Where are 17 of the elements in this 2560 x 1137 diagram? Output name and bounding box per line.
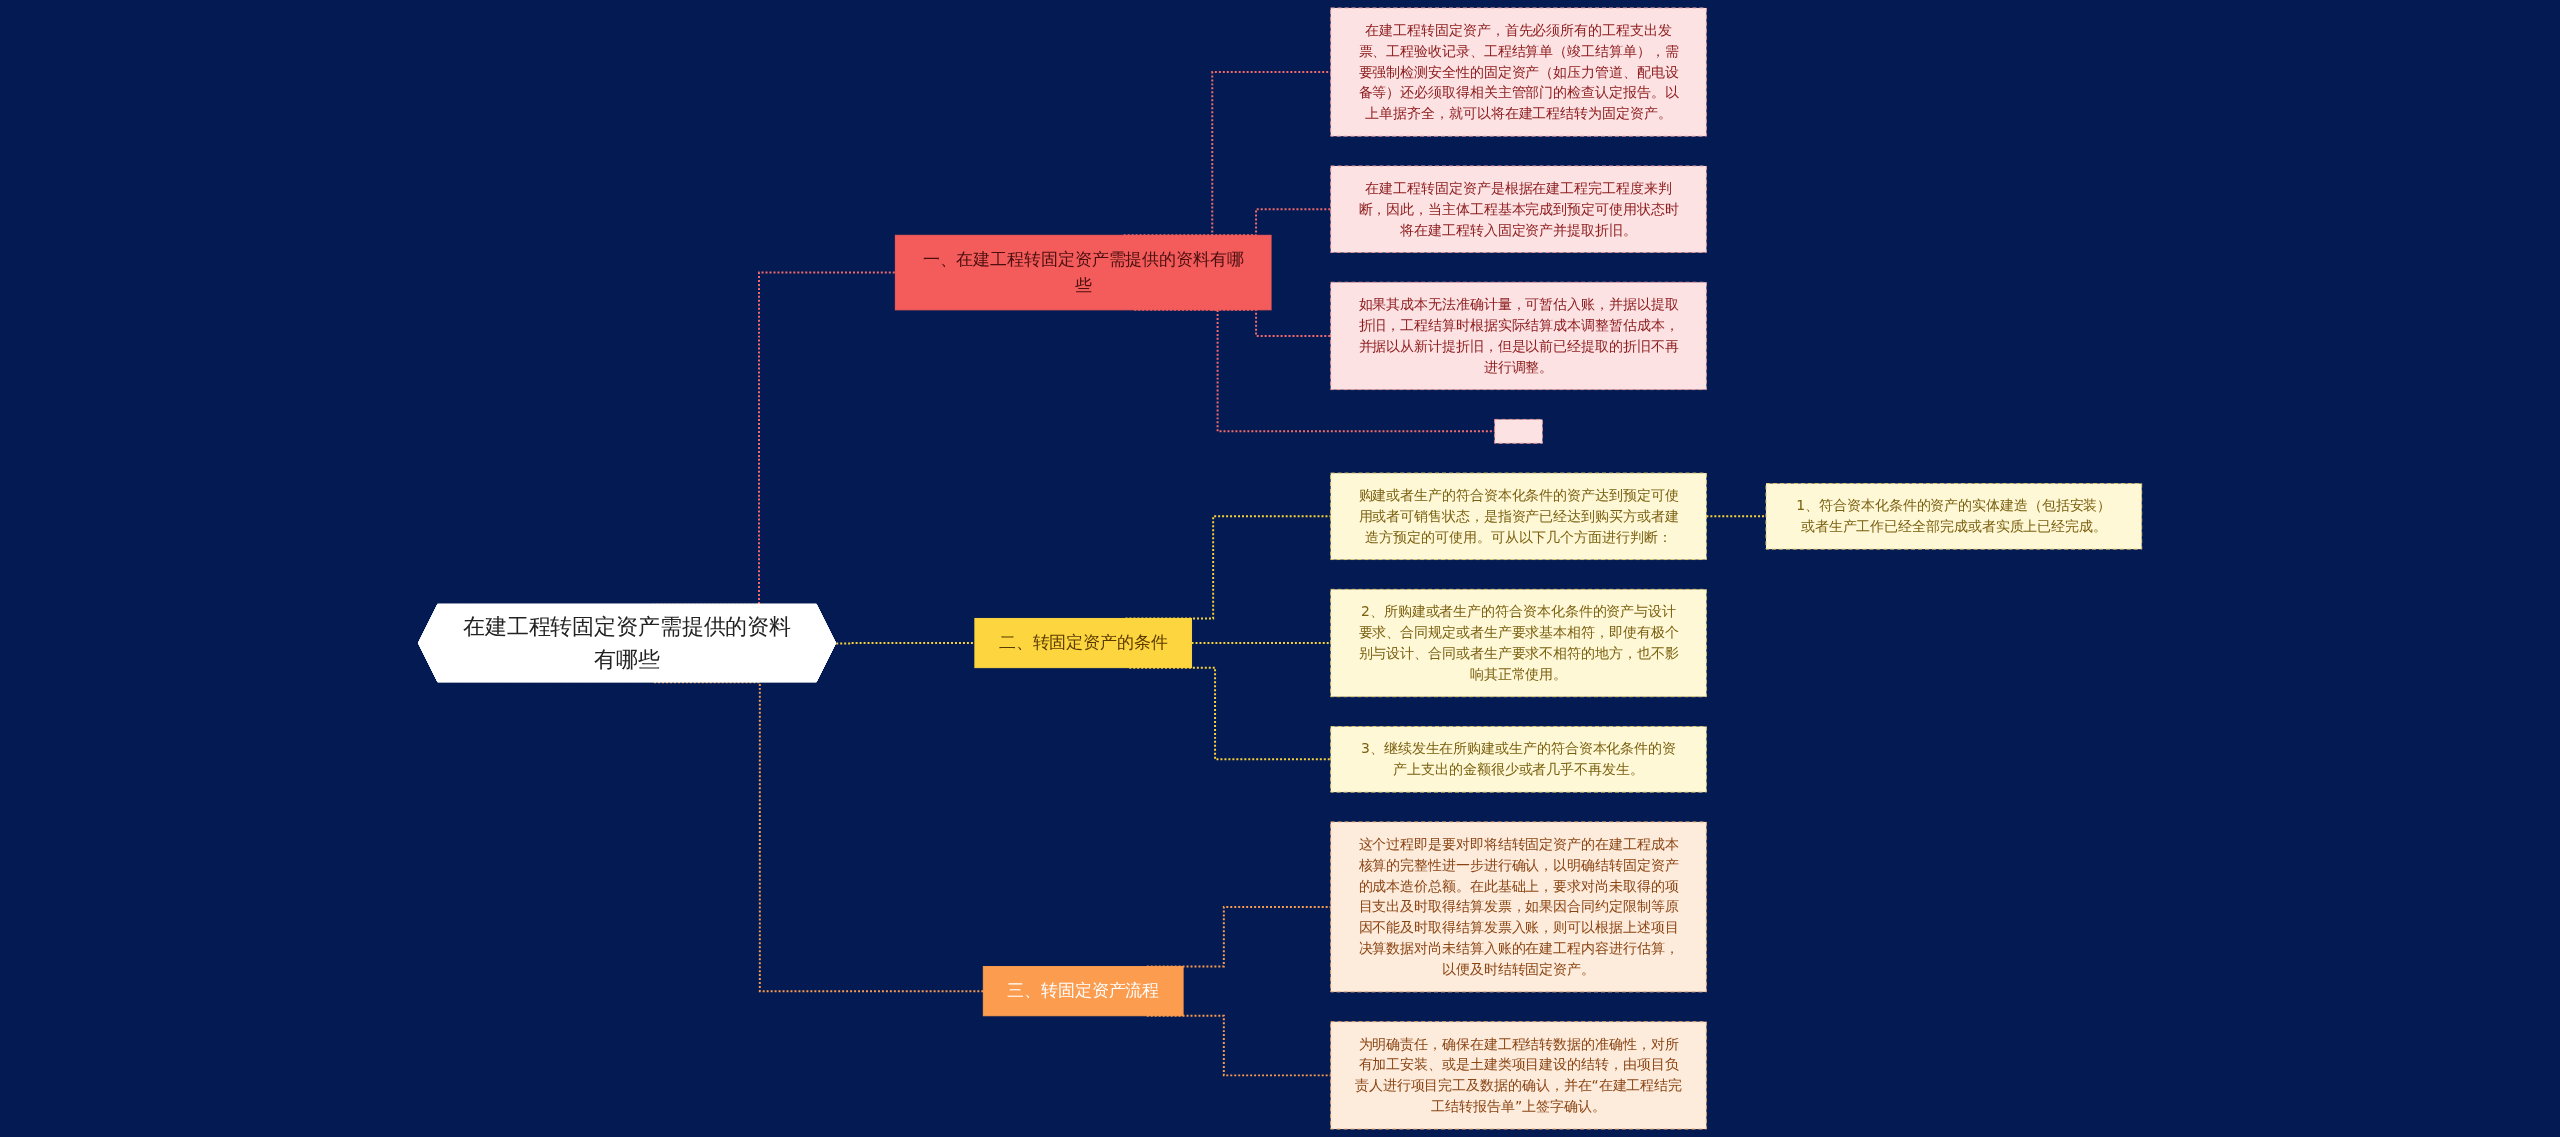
connector — [1705, 515, 1767, 518]
node-box: 在建工程转固定资产，首先必须所有的工程支出发票、工程验收记录、工程结算单（竣工结算单），需要强制检测安全性的固定资产（如压力管道、配电设备等）还必须取得相关主管部门的检查认定报告。以上单据齐全，就可以将在建工程结转为固定资产。 — [1330, 7, 1707, 137]
node-box: 3、继续发生在所购建或生产的符合资本化条件的资产上支出的金额很少或者几乎不再发生。 — [1330, 726, 1707, 793]
connector — [1190, 642, 1332, 645]
node-box: 2、所购建或者生产的符合资本化条件的资产与设计要求、合同规定或者生产要求基本相符，即使有极个别与设计、合同或者生产要求不相符的地方，也不影响其正常使用。 — [1330, 588, 1707, 698]
node-box: 如果其成本无法准确计量，可暂估入账，并据以提取折旧，工程结算时根据实际结算成本调整暂估成本，并据以从新计提折旧，但是以前已经提取的折旧不再进行调整。 — [1330, 281, 1707, 391]
connector — [653, 681, 985, 993]
node-box: 一、在建工程转固定资产需提供的资料有哪些 — [894, 234, 1272, 311]
node-box: 这个过程即是要对即将结转固定资产的在建工程成本核算的完整性进一步进行确认，以明确结转固定资产的成本造价总额。在此基础上，要求对尚未取得的项目支出及时取得结算发票，如果因合同约定限制等原因不能及时取得结算发票入账，则可以根据上述项目决算数据对尚未结算入账的在建工程内容进行估算，以便及时结转固定资产。 — [1330, 821, 1707, 993]
connector — [835, 642, 976, 645]
node-box: 二、转固定资产的条件 — [974, 617, 1193, 669]
node-box — [1494, 418, 1543, 444]
node-box: 在建工程转固定资产是根据在建工程完工程度来判断，因此，当主体工程基本完成到预定可使用状态时将在建工程转入固定资产并提取折旧。 — [1330, 165, 1707, 253]
node-box: 1、符合资本化条件的资产的实体建造（包括安装）或者生产工作已经全部完成或者实质上已经完成。 — [1765, 483, 2143, 550]
node-box: 为明确责任，确保在建工程结转数据的准确性，对所有加工安装、或是土建类项目建设的结转，由项目负责人进行项目完工及数据的确认，并在“在建工程结完工结转报告单”上签字确认。 — [1330, 1021, 1707, 1130]
node-box: 三、转固定资产流程 — [982, 966, 1184, 1017]
node-box: 购建或者生产的符合资本化条件的资产达到预定可使用或者可销售状态，是指资产已经达到购买方或者建造方预定的可使用。可从以下几个方面进行判断： — [1330, 472, 1707, 561]
